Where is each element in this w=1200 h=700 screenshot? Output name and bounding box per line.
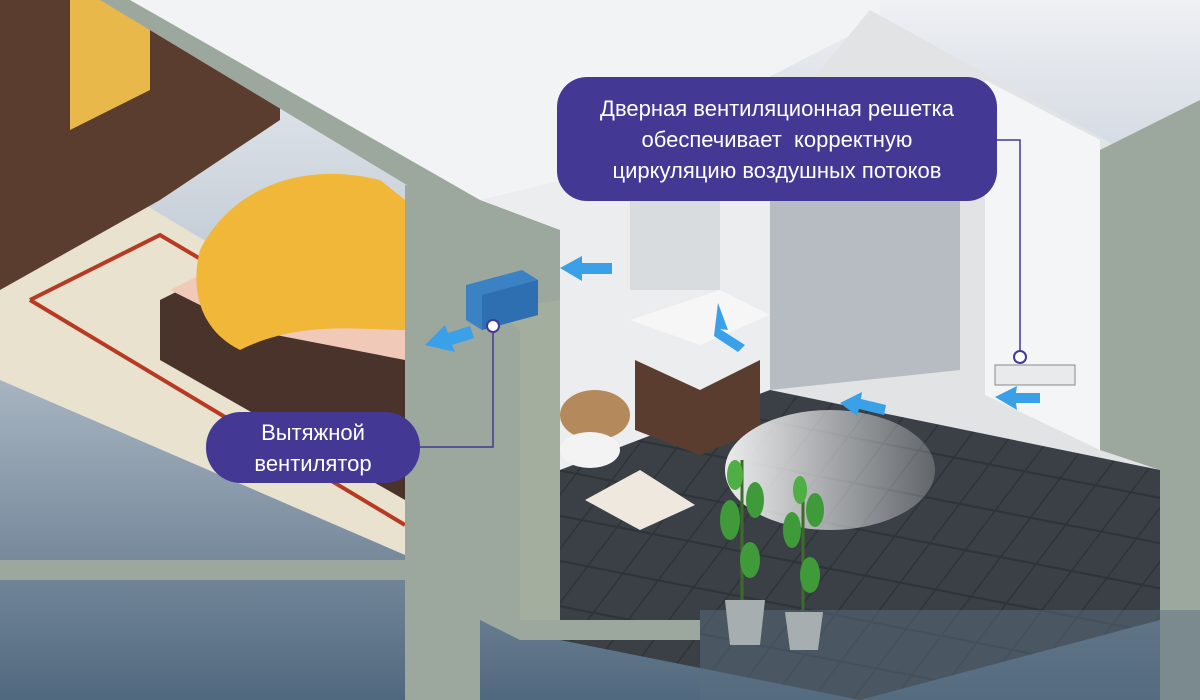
partition-wall — [495, 300, 560, 640]
callout-line: циркуляцию воздушных потоков — [612, 157, 942, 183]
bathroom-outer-wall-right — [1100, 100, 1200, 700]
wall-section-top — [100, 0, 880, 215]
toilet-bowl — [560, 432, 620, 468]
airflow-arrow-icon — [425, 325, 474, 352]
airflow-arrows — [425, 256, 1040, 416]
exhaust-fan — [466, 270, 538, 330]
callout-leader-line — [420, 332, 494, 448]
callout-line: Вытяжной — [261, 419, 365, 445]
callout-anchor-dot — [1013, 350, 1027, 364]
vanity-cabinet — [635, 360, 760, 455]
potted-plant — [783, 476, 824, 650]
mirror-cabinet — [630, 200, 720, 290]
callout-leader-line — [997, 139, 1021, 351]
bed-blanket — [196, 173, 405, 350]
sink — [630, 290, 770, 345]
door-vent-grille — [994, 364, 1076, 386]
potted-plant — [720, 460, 765, 645]
callout-line: вентилятор — [254, 450, 372, 476]
wardrobe-mirror — [70, 0, 150, 130]
light-spot — [725, 410, 935, 530]
callout-door-grille: Дверная вентиляционная решетка обеспечив… — [557, 77, 997, 201]
airflow-arrow-icon — [840, 392, 886, 416]
airflow-arrow-icon — [560, 256, 612, 281]
bath-mat — [585, 470, 695, 530]
shower-glass — [770, 150, 960, 390]
callout-line: Дверная вентиляционная решетка — [600, 95, 954, 121]
callout-anchor-dot — [486, 319, 500, 333]
airflow-arrow-icon — [995, 386, 1040, 410]
left-wall-top — [100, 0, 480, 205]
airflow-arrow-icon — [713, 303, 745, 352]
callout-exhaust-fan: Вытяжной вентилятор — [206, 412, 420, 483]
toilet-lid — [560, 390, 630, 440]
callout-line: обеспечивает корректную — [641, 126, 913, 152]
